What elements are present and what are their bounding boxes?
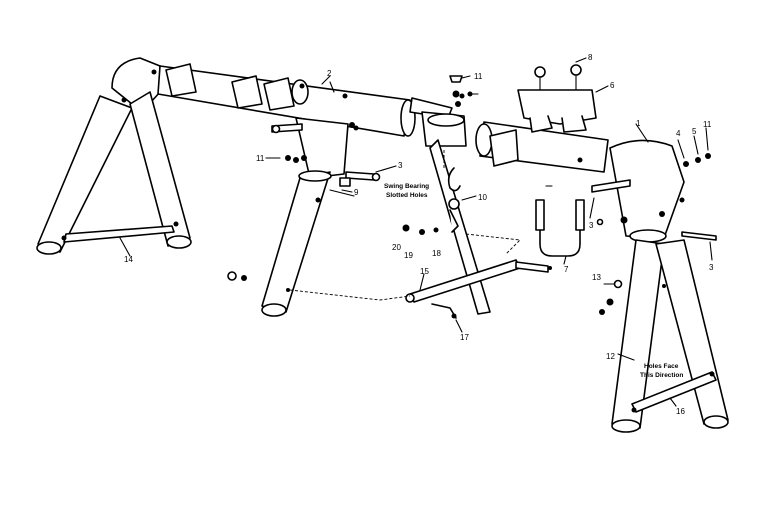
callout-11-right: 11 xyxy=(703,120,712,129)
bottom-brace xyxy=(405,259,552,319)
hardware-nuts-bolts xyxy=(227,153,711,315)
note-slotted-holes: Slotted Holes xyxy=(386,192,428,199)
callout-19: 19 xyxy=(404,251,413,260)
callout-14: 14 xyxy=(124,255,133,264)
callout-3-right: 3 xyxy=(589,221,594,230)
callout-7: 7 xyxy=(564,265,569,274)
note-swing-bearing: Swing Bearing xyxy=(384,183,429,190)
callout-18: 18 xyxy=(432,249,441,258)
note-this-direction: This Direction xyxy=(640,372,683,379)
callout-6: 6 xyxy=(610,81,615,90)
diagram-notes: Swing Bearing Slotted Holes Holes Face T… xyxy=(384,183,683,379)
callout-16: 16 xyxy=(676,407,685,416)
callout-15: 15 xyxy=(420,267,429,276)
callout-leaders xyxy=(265,57,713,407)
callout-1: 1 xyxy=(636,119,641,128)
center-leg xyxy=(261,117,381,317)
right-beam xyxy=(475,64,609,173)
swing-hanger-assembly xyxy=(409,75,491,315)
top-beam xyxy=(157,63,416,137)
callout-13: 13 xyxy=(592,273,601,282)
callout-2: 2 xyxy=(327,69,332,78)
dashed-leader-lines xyxy=(289,150,521,301)
note-holes-face: Holes Face xyxy=(644,363,679,370)
callout-17: 17 xyxy=(460,333,469,342)
callout-3-center: 3 xyxy=(398,161,403,170)
callout-labels: 1 2 3 3 3 4 5 6 7 8 9 10 11 11 11 12 13 … xyxy=(124,53,714,416)
right-a-frame xyxy=(591,139,729,433)
callout-20: 20 xyxy=(392,243,401,252)
callout-11-left: 11 xyxy=(256,154,265,163)
callout-11-top: 11 xyxy=(474,72,483,81)
callout-10: 10 xyxy=(478,193,487,202)
left-a-frame xyxy=(36,57,192,257)
callout-9: 9 xyxy=(354,188,359,197)
callout-4: 4 xyxy=(676,129,681,138)
u-bolt xyxy=(535,185,585,257)
callout-12: 12 xyxy=(606,352,615,361)
callout-3-far-right: 3 xyxy=(709,263,714,272)
callout-5: 5 xyxy=(692,127,697,136)
callout-8: 8 xyxy=(588,53,593,62)
